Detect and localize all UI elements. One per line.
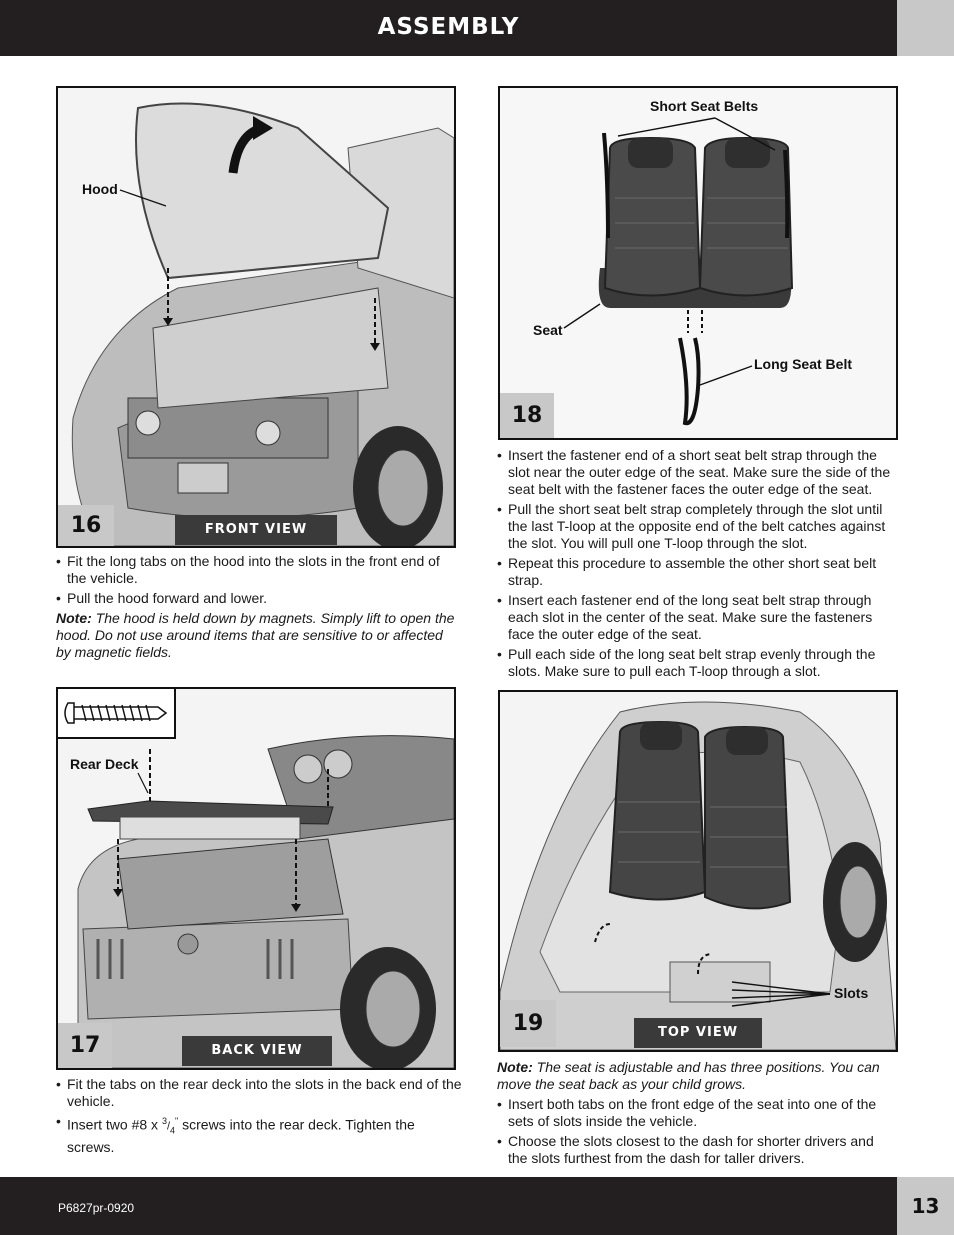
fraction-denominator: 4 (170, 1125, 176, 1136)
page-number: 13 (897, 1177, 954, 1235)
top-view-label: TOP VIEW (634, 1018, 762, 1048)
step17-figure: Rear Deck 17 BACK VIEW (56, 687, 456, 1070)
note-label: Note: (56, 610, 92, 626)
seat-callout: Seat (533, 322, 563, 338)
fraction-unit: " (175, 1116, 179, 1126)
header-tab (897, 0, 954, 56)
note-text: The hood is held down by magnets. Simply… (56, 610, 455, 660)
document-code: P6827pr-0920 (58, 1201, 135, 1215)
seat-illustration (500, 88, 896, 438)
step18-bullet-3: Repeat this procedure to assemble the ot… (497, 555, 902, 589)
short-seat-belts-callout: Short Seat Belts (650, 98, 759, 114)
step18-bullet-1: Insert the fastener end of a short seat … (497, 447, 902, 498)
car-back-illustration (58, 689, 454, 1068)
screw-icon (64, 702, 168, 724)
step18-bullet-2: Pull the short seat belt strap completel… (497, 501, 902, 552)
step19-instructions: Note: The seat is adjustable and has thr… (497, 1059, 897, 1170)
step16-figure: Hood 16 FRONT VIEW (56, 86, 456, 548)
page-title: ASSEMBLY (377, 14, 520, 40)
long-seat-belt-callout: Long Seat Belt (754, 356, 853, 372)
step16-bullet-1: Fit the long tabs on the hood into the s… (56, 553, 461, 587)
rear-deck-callout: Rear Deck (70, 756, 139, 772)
step19-figure: Slots 19 TOP VIEW (498, 690, 898, 1052)
step17-bullet-1: Fit the tabs on the rear deck into the s… (56, 1076, 466, 1110)
step18-instructions: Insert the fastener end of a short seat … (497, 447, 902, 683)
step19-bullet-1: Insert both tabs on the front edge of th… (497, 1096, 897, 1130)
step16-note: Note: The hood is held down by magnets. … (56, 610, 461, 661)
step18-figure: Short Seat Belts Seat Long Seat Belt 18 (498, 86, 898, 440)
car-front-illustration (58, 88, 454, 546)
step16-bullet-2: Pull the hood forward and lower. (56, 590, 461, 607)
footer-bar: P6827pr-0920 (0, 1177, 897, 1235)
step-number-19: 19 (500, 1000, 556, 1047)
step-number-16: 16 (58, 505, 114, 546)
slots-callout: Slots (834, 985, 869, 1001)
fraction-numerator: 3 (161, 1116, 167, 1126)
screw-text-prefix: Insert two #8 x (67, 1116, 162, 1133)
note-label: Note: (497, 1059, 533, 1075)
screw-box (58, 689, 176, 739)
car-top-illustration (500, 692, 896, 1050)
header-bar: ASSEMBLY (0, 0, 897, 56)
step18-bullet-5: Pull each side of the long seat belt str… (497, 646, 902, 680)
step-number-18: 18 (500, 393, 554, 438)
step16-instructions: Fit the long tabs on the hood into the s… (56, 553, 461, 664)
front-view-label: FRONT VIEW (175, 515, 337, 545)
screw-text-suffix: screws into the rear deck. Tighten the s… (67, 1116, 415, 1156)
note-text: The seat is adjustable and has three pos… (497, 1059, 880, 1092)
step19-bullet-2: Choose the slots closest to the dash for… (497, 1133, 897, 1167)
back-view-label: BACK VIEW (182, 1036, 332, 1066)
step17-instructions: Fit the tabs on the rear deck into the s… (56, 1076, 466, 1159)
step-number-17: 17 (58, 1023, 112, 1068)
step19-note: Note: The seat is adjustable and has thr… (497, 1059, 897, 1093)
hood-callout: Hood (82, 181, 118, 197)
step18-bullet-4: Insert each fastener end of the long sea… (497, 592, 902, 643)
step17-bullet-2: Insert two #8 x 3/4" screws into the rea… (56, 1113, 466, 1156)
